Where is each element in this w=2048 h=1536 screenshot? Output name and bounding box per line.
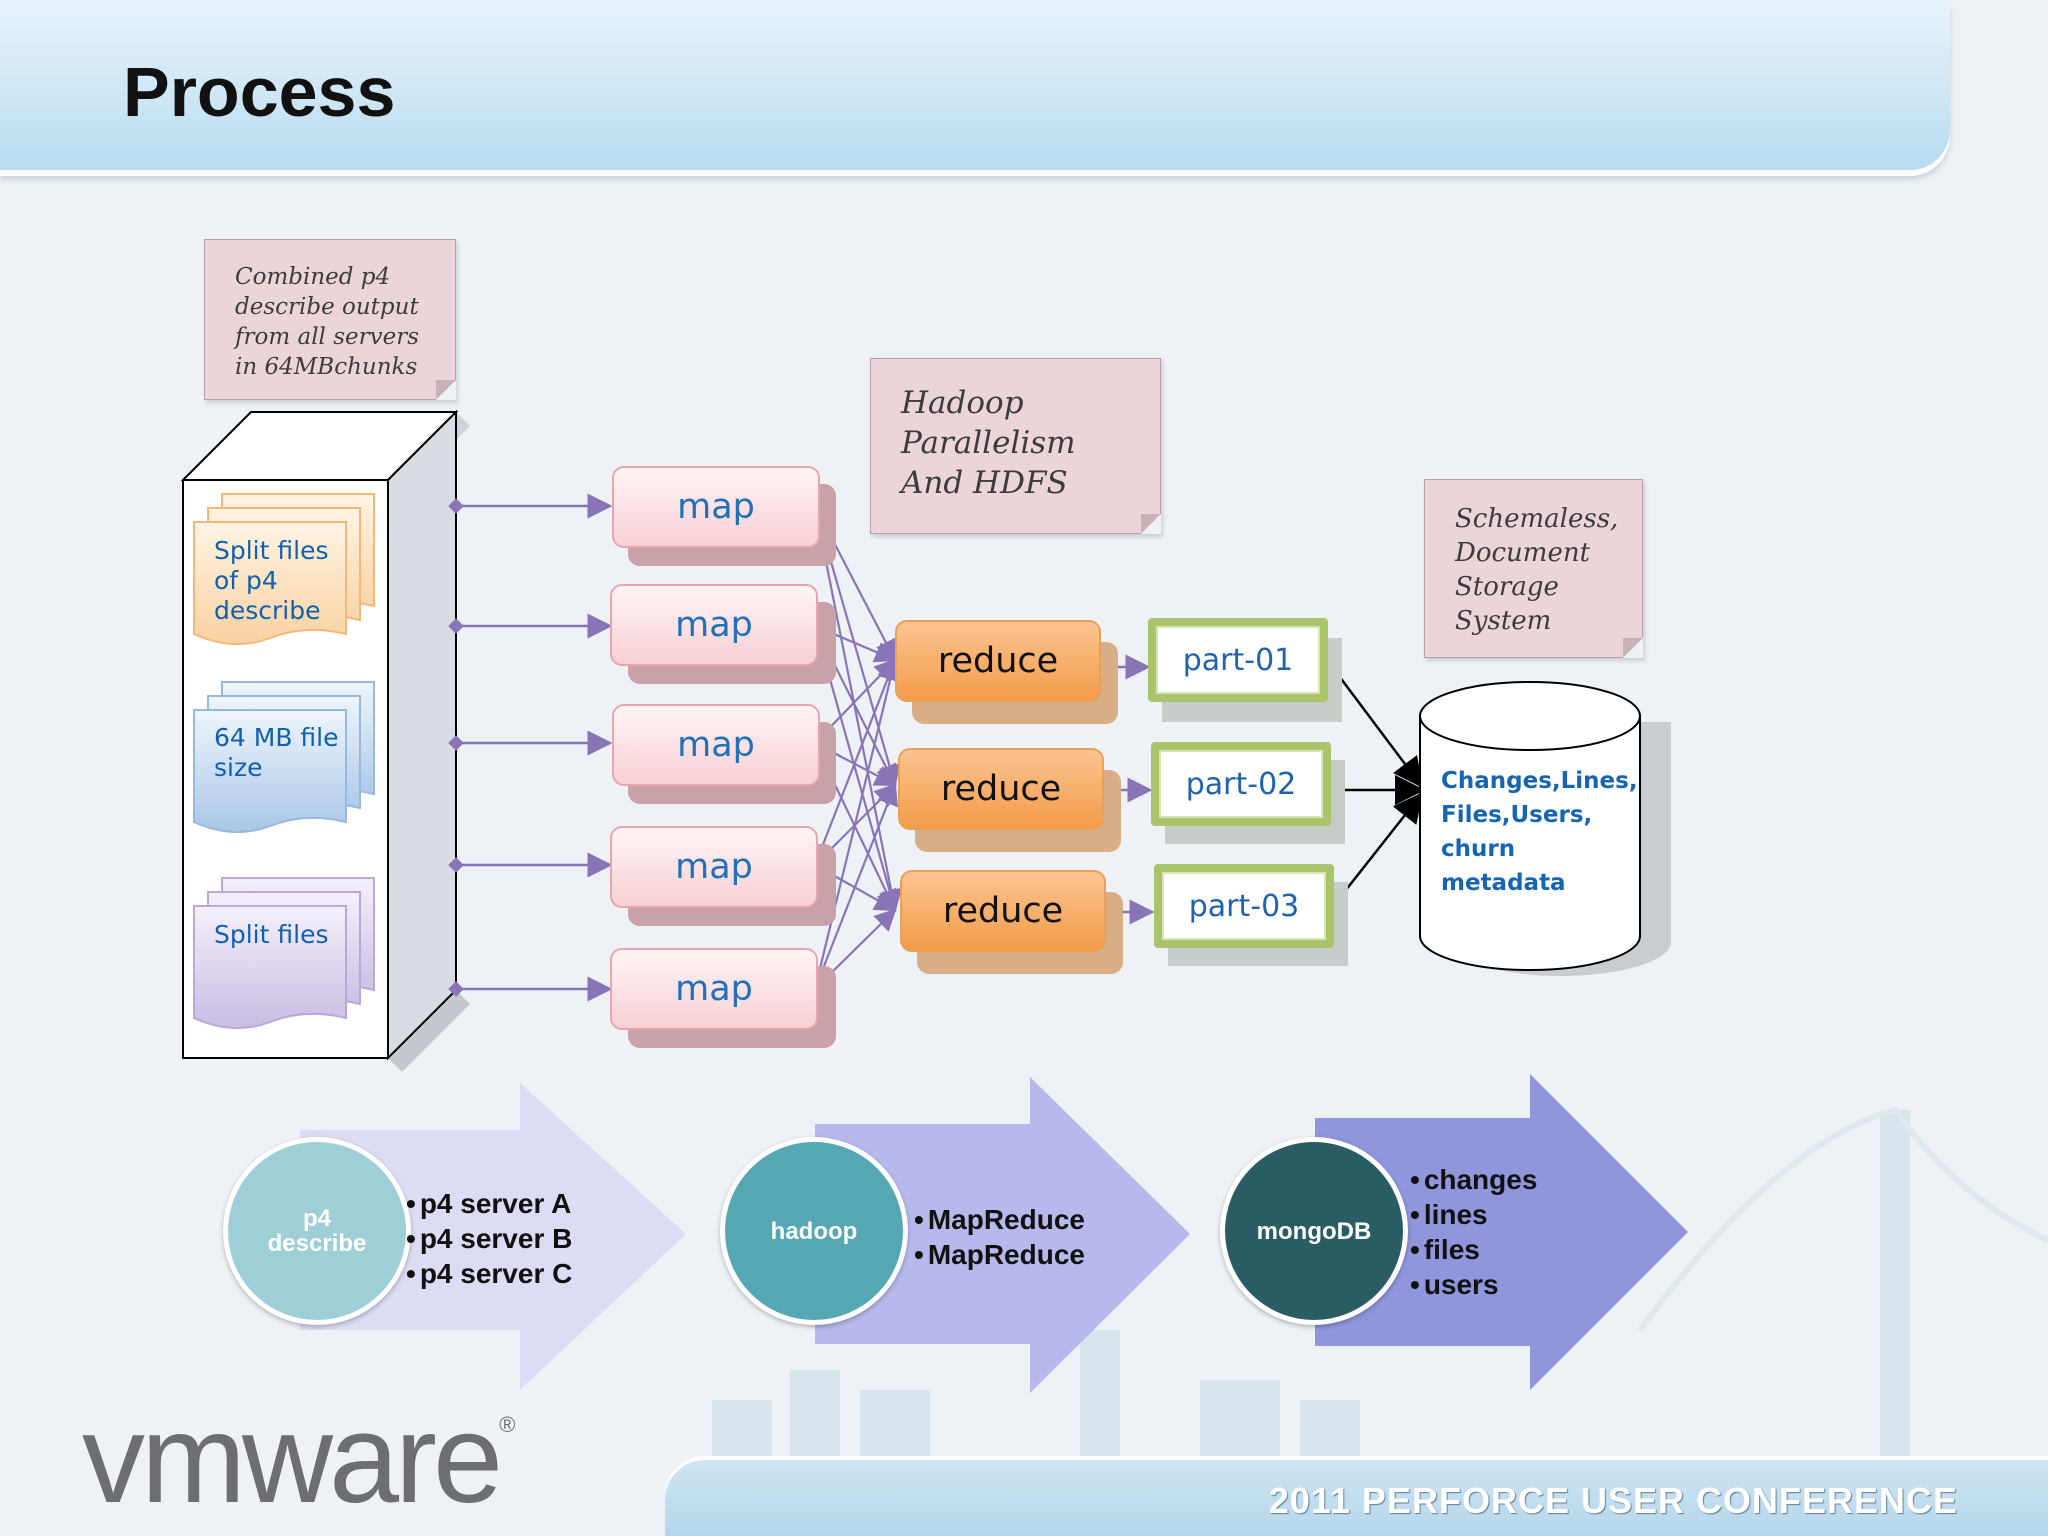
page-stack-split-p4 xyxy=(193,493,375,646)
reduce-box: reduce xyxy=(895,620,1101,702)
step-item: lines xyxy=(1410,1197,1537,1232)
step-item: files xyxy=(1410,1232,1537,1267)
reduce-box: reduce xyxy=(900,870,1106,952)
step-item: changes xyxy=(1410,1162,1538,1197)
step-circle-mongodb: mongoDB xyxy=(1220,1137,1408,1325)
step-item: users xyxy=(1410,1267,1537,1302)
page-label-size: 64 MB file size xyxy=(214,723,339,782)
mongo-note: Schemaless, Document Storage System xyxy=(1424,479,1643,658)
map-box: map xyxy=(612,466,820,548)
page-label-split: Split files xyxy=(214,920,329,949)
map-box: map xyxy=(610,826,818,908)
step-list-mongodb: changes lines files users xyxy=(1410,1162,1538,1302)
part-box: part-01 xyxy=(1148,618,1328,702)
step-list-p4: p4 server A p4 server B p4 server C xyxy=(406,1186,573,1291)
step-circle-p4: p4 describe xyxy=(223,1137,411,1325)
hadoop-note: Hadoop Parallelism And HDFS xyxy=(870,358,1161,534)
footer-band: 2011 PERFORCE USER CONFERENCE xyxy=(665,1460,2048,1536)
conference-label: 2011 PERFORCE USER CONFERENCE xyxy=(1268,1480,1958,1521)
title-band xyxy=(0,0,1950,170)
database-cylinder xyxy=(1419,681,1671,976)
map-box: map xyxy=(610,584,818,666)
cube-to-map-connectors xyxy=(448,493,613,1002)
part-box: part-03 xyxy=(1154,864,1334,948)
combined-output-note: Combined p4 describe output from all ser… xyxy=(204,239,456,400)
step-circle-hadoop: hadoop xyxy=(720,1137,908,1325)
map-box: map xyxy=(612,704,820,786)
step-item: p4 server B xyxy=(406,1221,573,1256)
slide-title: Process xyxy=(123,53,396,131)
step-item: MapReduce xyxy=(914,1237,1085,1272)
part-box: part-02 xyxy=(1151,742,1331,826)
step-item: p4 server A xyxy=(406,1186,572,1221)
page-stack-size xyxy=(193,681,375,834)
part-to-database-connectors xyxy=(1329,663,1425,901)
database-label: Changes,Lines, Files,Users, churn metada… xyxy=(1441,768,1638,896)
page-stack-split xyxy=(193,877,375,1030)
step-item: p4 server C xyxy=(406,1256,573,1291)
map-box: map xyxy=(610,948,818,1030)
step-list-hadoop: MapReduce MapReduce xyxy=(914,1202,1085,1272)
vmware-logo: vmware® xyxy=(82,1388,516,1529)
page-label-split-p4: Split files of p4 describe xyxy=(214,536,329,625)
step-item: MapReduce xyxy=(914,1202,1085,1237)
reduce-box: reduce xyxy=(898,748,1104,830)
skyline-background xyxy=(712,1106,2048,1470)
